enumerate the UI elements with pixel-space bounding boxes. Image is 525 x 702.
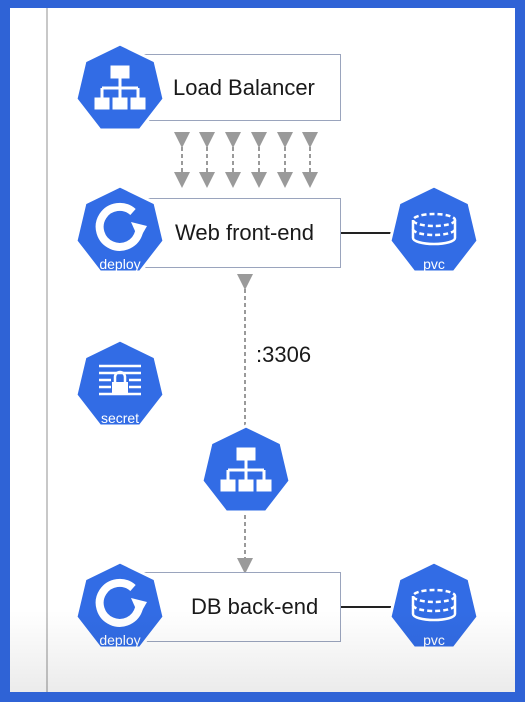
secret-badge: secret [100, 410, 140, 426]
web-frontend-deploy-node[interactable]: deploy [73, 184, 167, 278]
hierarchy-icon [74, 42, 166, 132]
secret-node[interactable]: secret [73, 338, 167, 432]
load-balancer-label: Load Balancer [173, 74, 315, 100]
storage-icon [388, 184, 480, 274]
deploy-icon [74, 184, 166, 274]
deploy-icon [74, 560, 166, 650]
db-backend-deploy-node[interactable]: deploy [73, 560, 167, 654]
web-deploy-badge: deploy [99, 256, 141, 272]
web-pvc-node[interactable]: pvc [387, 184, 481, 278]
db-pvc-node[interactable]: pvc [387, 560, 481, 654]
left-divider [46, 8, 48, 692]
secret-lock-icon [74, 338, 166, 428]
db-backend-label: DB back-end [191, 594, 319, 619]
port-label: :3306 [256, 342, 312, 367]
web-frontend-label: Web front-end [175, 220, 315, 245]
load-balancer-node[interactable] [73, 42, 167, 136]
db-deploy-badge: deploy [99, 632, 141, 648]
web-pvc-badge: pvc [423, 256, 445, 272]
lb-to-web-arrows [174, 132, 318, 188]
db-service-node[interactable] [199, 424, 293, 518]
service-hierarchy-icon [200, 424, 292, 514]
db-pvc-badge: pvc [423, 632, 445, 648]
storage-icon [388, 560, 480, 650]
